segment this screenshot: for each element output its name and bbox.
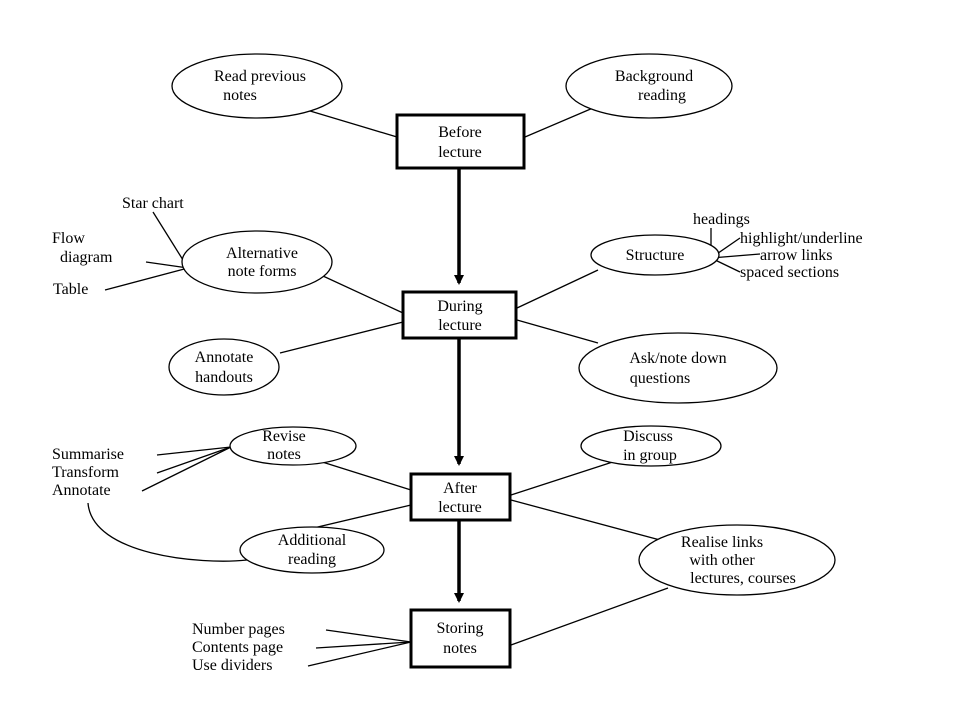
- leaf-flow-line1: Flow: [52, 230, 85, 247]
- stage-storing-line2: notes: [443, 640, 477, 657]
- stage-after-line2: lecture: [438, 499, 482, 516]
- connector-number-pages: [325, 629, 412, 643]
- stage-during-line2: lecture: [438, 317, 482, 334]
- connector-background: [524, 104, 601, 138]
- stage-storing-line1: Storing: [436, 620, 483, 637]
- alternative-line2: note forms: [228, 263, 297, 280]
- additional-line1: Additional: [278, 532, 347, 549]
- node-discuss-in-group: [580, 425, 722, 467]
- leaf-use-dividers: Use dividers: [192, 657, 272, 674]
- read-previous-line1: Read previous: [214, 68, 306, 85]
- labels: Before lecture During lecture After lect…: [52, 68, 863, 674]
- structure-label: Structure: [626, 247, 685, 264]
- connector-discuss: [510, 457, 626, 496]
- annotate-handouts-line2: handouts: [195, 369, 253, 386]
- stage-during-line1: During: [437, 298, 482, 315]
- connector-use-dividers: [307, 641, 412, 667]
- background-line1: Background: [615, 68, 693, 85]
- node-alternative-note-forms: [181, 230, 333, 294]
- leaf-highlight: highlight/underline: [740, 230, 863, 247]
- node-revise-notes: [229, 426, 357, 466]
- realise-line2: with other: [689, 552, 755, 569]
- additional-line2: reading: [288, 551, 336, 568]
- stage-boxes: [395, 113, 526, 669]
- node-structure: [590, 234, 720, 276]
- background-line2: reading: [638, 87, 686, 104]
- discuss-line1: Discuss: [623, 428, 673, 445]
- read-previous-line2: notes: [223, 87, 257, 104]
- connector-additional: [304, 504, 412, 531]
- alternative-line1: Alternative: [226, 245, 298, 262]
- connector-alternative: [309, 269, 404, 314]
- connector-summarise: [156, 446, 232, 456]
- realise-line3: lectures, courses: [690, 570, 796, 587]
- stage-during-lecture: [401, 290, 518, 340]
- ask-questions-line2: questions: [630, 370, 690, 387]
- stage-after-line1: After: [443, 480, 477, 497]
- leaf-table: Table: [53, 281, 88, 298]
- leaf-flow-line2: diagram: [60, 249, 113, 266]
- connector-ask-questions: [516, 319, 599, 344]
- node-ask-questions: [578, 332, 778, 404]
- node-background-reading: [565, 53, 733, 119]
- connector-annotate-curve: [87, 502, 248, 562]
- stage-storing-notes: [409, 608, 512, 669]
- leaf-transform: Transform: [52, 464, 120, 481]
- stage-before-lecture: [395, 113, 526, 170]
- annotate-handouts-line1: Annotate: [195, 349, 254, 366]
- node-annotate-handouts: [168, 338, 280, 396]
- node-additional-reading: [239, 526, 385, 574]
- leaf-arrow-links: arrow links: [760, 247, 832, 264]
- leaf-summarise: Summarise: [52, 446, 124, 463]
- revise-line1: Revise: [262, 428, 306, 445]
- leaf-star-chart: Star chart: [122, 195, 184, 212]
- ask-questions-line1: Ask/note down: [629, 350, 726, 367]
- connector-realise: [510, 499, 661, 541]
- leaf-contents-page: Contents page: [192, 639, 283, 656]
- node-read-previous-notes: [171, 53, 343, 119]
- stage-after-lecture: [409, 472, 512, 522]
- leaf-annotate: Annotate: [52, 482, 111, 499]
- connector-realise-storing: [510, 587, 669, 646]
- discuss-line2: in group: [623, 447, 677, 464]
- connector-transform: [156, 446, 232, 474]
- realise-line1: Realise links: [681, 534, 763, 551]
- stage-before-line2: lecture: [438, 144, 482, 161]
- connector-structure: [516, 269, 599, 309]
- connector-contents-page: [315, 641, 412, 649]
- node-realise-links: [638, 524, 836, 596]
- leaf-spaced-sections: spaced sections: [740, 264, 839, 281]
- leaf-headings: headings: [693, 211, 750, 228]
- revise-line2: notes: [267, 446, 301, 463]
- ellipses: [168, 53, 836, 596]
- stage-before-line1: Before: [438, 124, 482, 141]
- connector-table: [104, 267, 189, 291]
- connector-annotate-handouts: [279, 321, 404, 354]
- connector-flow-diagram: [145, 261, 189, 269]
- connector-annotate: [141, 446, 232, 492]
- leaf-number-pages: Number pages: [192, 621, 285, 638]
